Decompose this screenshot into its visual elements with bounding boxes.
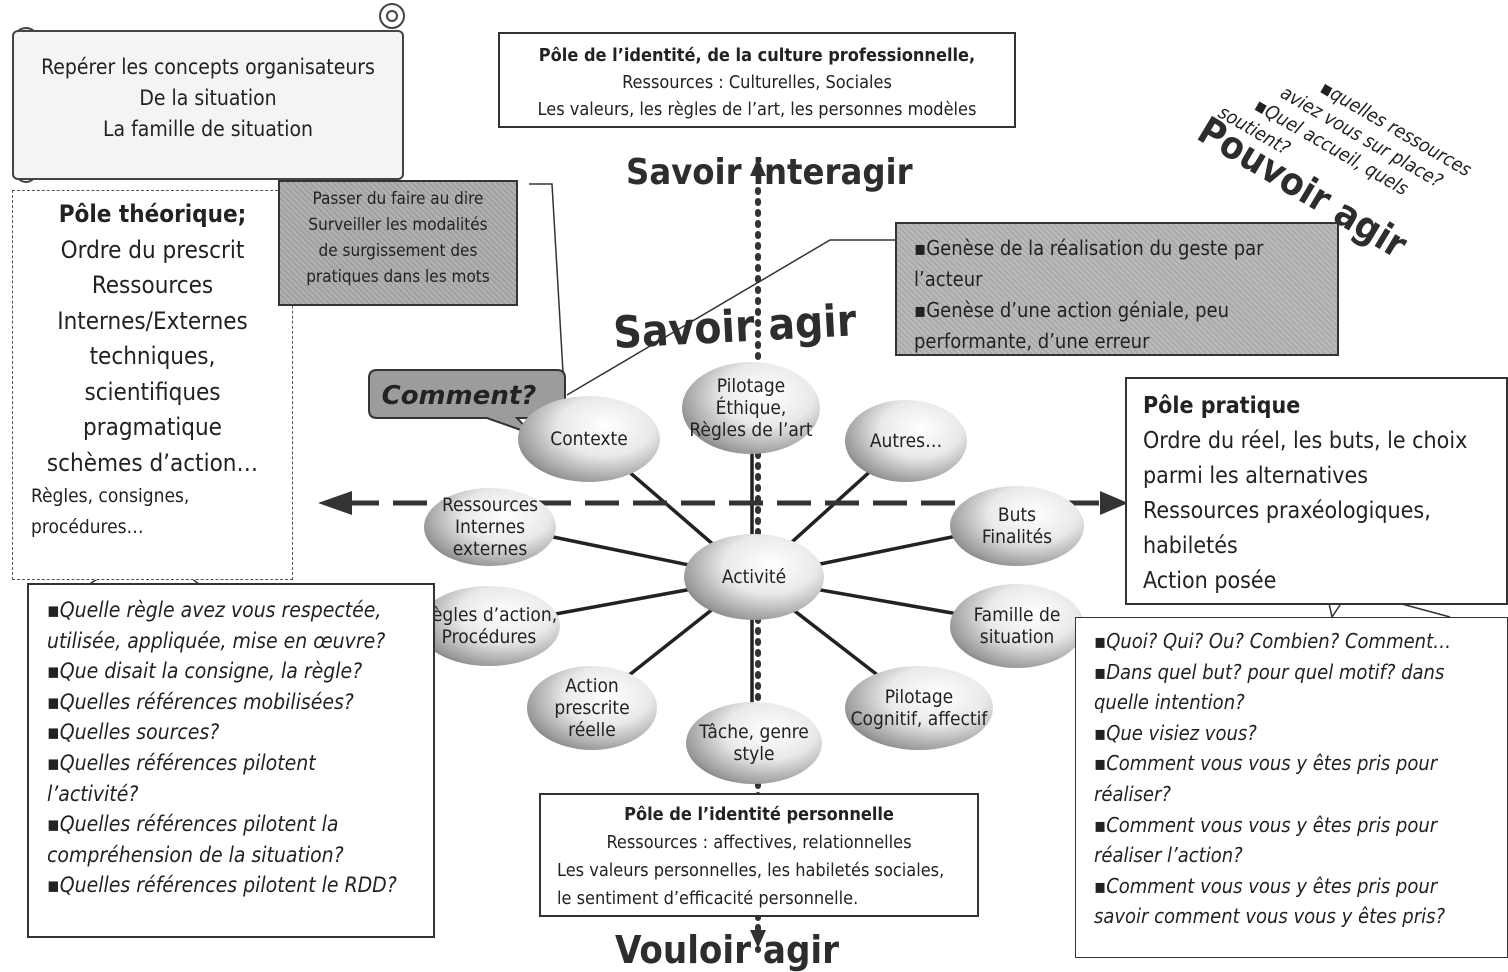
comment-text: Comment? [382,381,537,411]
question-left-8: ▪Quelles références pilotent la [47,812,339,837]
ellipse-famille: Famille de situation [950,584,1084,668]
question-right-4: ▪Que visiez vous? [1094,720,1257,745]
theorique-line-1: Ordre du prescrit [60,235,245,264]
identite-pro-line-3: Les valeurs, les règles de l’art, les pe… [537,99,977,120]
passer-du-faire-au-dire-box: Passer du faire au dire Surveiller les m… [278,180,518,306]
identite-pro-title: Pôle de l’identité, de la culture profes… [538,45,976,66]
pole-identite-professionnelle: Pôle de l’identité, de la culture profes… [498,32,1016,128]
theorique-small-1: Règles, consignes, [31,485,190,507]
ellipse-regles-label: Règles d’action, Procédures [420,604,558,648]
question-left-7: l’activité? [47,781,139,806]
identite-perso-title: Pôle de l’identité personnelle [624,804,894,825]
questions-right-box: ▪Quoi? Qui? Ou? Combien? Comment… ▪Dans … [1075,617,1508,958]
ellipse-buts: Buts Finalités [950,486,1084,566]
theorique-small-2: procédures… [31,516,144,538]
ellipse-autres-label: Autres… [869,430,943,452]
question-left-5: ▪Quelles sources? [47,720,220,745]
theorique-line-5: scientifiques [84,377,221,406]
theorique-title: Pôle théorique; [58,200,247,228]
passer-line-4: pratiques dans les mots [306,267,490,287]
genese-box: ▪Genèse de la réalisation du geste par l… [895,222,1339,356]
question-left-2: utilisée, appliquée, mise en œuvre? [47,628,386,653]
genese-line-4: performante, d’une erreur [914,329,1150,353]
pole-identite-personnelle: Pôle de l’identité personnelle Ressource… [539,793,979,917]
scroll-line-2: De la situation [139,86,277,110]
pole-theorique: Pôle théorique; Ordre du prescrit Ressou… [12,190,293,580]
question-right-8: réaliser l’action? [1094,843,1243,868]
pratique-line-2: parmi les alternatives [1143,463,1369,489]
axis-label-savoir-interagir: Savoir interagir [626,152,913,193]
identite-perso-line-3: Les valeurs personnelles, les habiletés … [557,860,945,881]
ellipse-buts-label: Buts Finalités [981,504,1053,548]
identite-perso-line-2: Ressources : affectives, relationnelles [606,832,912,853]
question-left-10: ▪Quelles références pilotent le RDD? [47,873,397,898]
theorique-line-3: Internes/Externes [57,306,248,335]
question-right-6: réaliser? [1094,781,1171,806]
theorique-line-7: schèmes d’action… [46,448,259,477]
ellipse-activite-label: Activité [721,566,787,588]
questions-left-box: ▪Quelle règle avez vous respectée, utili… [27,583,435,938]
ellipse-activite-center: Activité [684,534,824,620]
ellipse-pilotage-cognitif-label: Pilotage Cognitif, affectif [850,686,988,730]
pole-pratique: Pôle pratique Ordre du réel, les buts, l… [1125,377,1508,605]
genese-line-3: ▪Genèse d’une action géniale, peu [914,298,1230,322]
question-left-4: ▪Quelles références mobilisées? [47,689,354,714]
axis-label-vouloir-agir: Vouloir agir [615,928,839,972]
pratique-title: Pôle pratique [1143,393,1301,419]
ellipse-contexte: Contexte [518,396,660,482]
question-left-9: compréhension de la situation? [47,842,344,867]
ellipse-contexte-label: Contexte [550,428,628,450]
genese-line-1: ▪Genèse de la réalisation du geste par [914,236,1264,260]
scroll-line-1: Repérer les concepts organisateurs [41,55,375,79]
scroll-note: Repérer les concepts organisateurs De la… [12,30,404,180]
question-right-5: ▪Comment vous vous y êtes pris pour [1094,751,1438,776]
ellipse-ressources: Ressources Internes externes [424,488,556,566]
pratique-line-1: Ordre du réel, les buts, le choix [1143,428,1468,454]
ellipse-action-label: Action prescrite réelle [554,675,630,741]
question-right-7: ▪Comment vous vous y êtes pris pour [1094,812,1438,837]
ellipse-ressources-label: Ressources Internes externes [441,494,539,560]
passer-line-2: Surveiller les modalités [308,215,488,235]
identite-pro-line-2: Ressources : Culturelles, Sociales [622,72,892,93]
ellipse-autres: Autres… [845,400,967,482]
passer-line-3: de surgissement des [318,241,478,261]
ellipse-famille-label: Famille de situation [973,604,1061,648]
comment-speech-bubble: Comment? [368,369,566,435]
theorique-line-6: pragmatique [83,413,222,441]
ellipse-action: Action prescrite réelle [527,666,657,750]
question-right-10: savoir comment vous vous y êtes pris? [1094,904,1446,929]
passer-line-1: Passer du faire au dire [312,189,484,209]
genese-line-2: l’acteur [914,267,983,291]
ellipse-tache: Tâche, genre style [686,702,822,784]
pratique-line-3: Ressources praxéologiques, [1143,498,1431,524]
question-left-1: ▪Quelle règle avez vous respectée, [47,598,382,622]
ellipse-regles: Règles d’action, Procédures [418,586,560,666]
scroll-line-3: La famille de situation [103,117,313,141]
ellipse-pilotage-ethique-label: Pilotage Éthique, Règles de l’art [689,375,813,441]
ellipse-pilotage-cognitif: Pilotage Cognitif, affectif [845,666,993,750]
question-right-9: ▪Comment vous vous y êtes pris pour [1094,873,1438,898]
question-right-1: ▪Quoi? Qui? Ou? Combien? Comment… [1094,629,1452,653]
question-left-6: ▪Quelles références pilotent [47,750,316,775]
ellipse-tache-label: Tâche, genre style [699,721,809,765]
question-left-3: ▪Que disait la consigne, la règle? [47,659,363,684]
ellipse-pilotage-ethique: Pilotage Éthique, Règles de l’art [682,362,820,454]
identite-perso-line-4: le sentiment d’efficacité personnelle. [557,888,859,909]
question-right-2: ▪Dans quel but? pour quel motif? dans [1094,659,1445,684]
pratique-line-4: habiletés [1143,533,1238,559]
pratique-line-5: Action posée [1143,568,1277,594]
question-right-3: quelle intention? [1094,690,1245,715]
theorique-line-4: techniques, [89,342,216,370]
theorique-line-2: Ressources [91,271,214,299]
